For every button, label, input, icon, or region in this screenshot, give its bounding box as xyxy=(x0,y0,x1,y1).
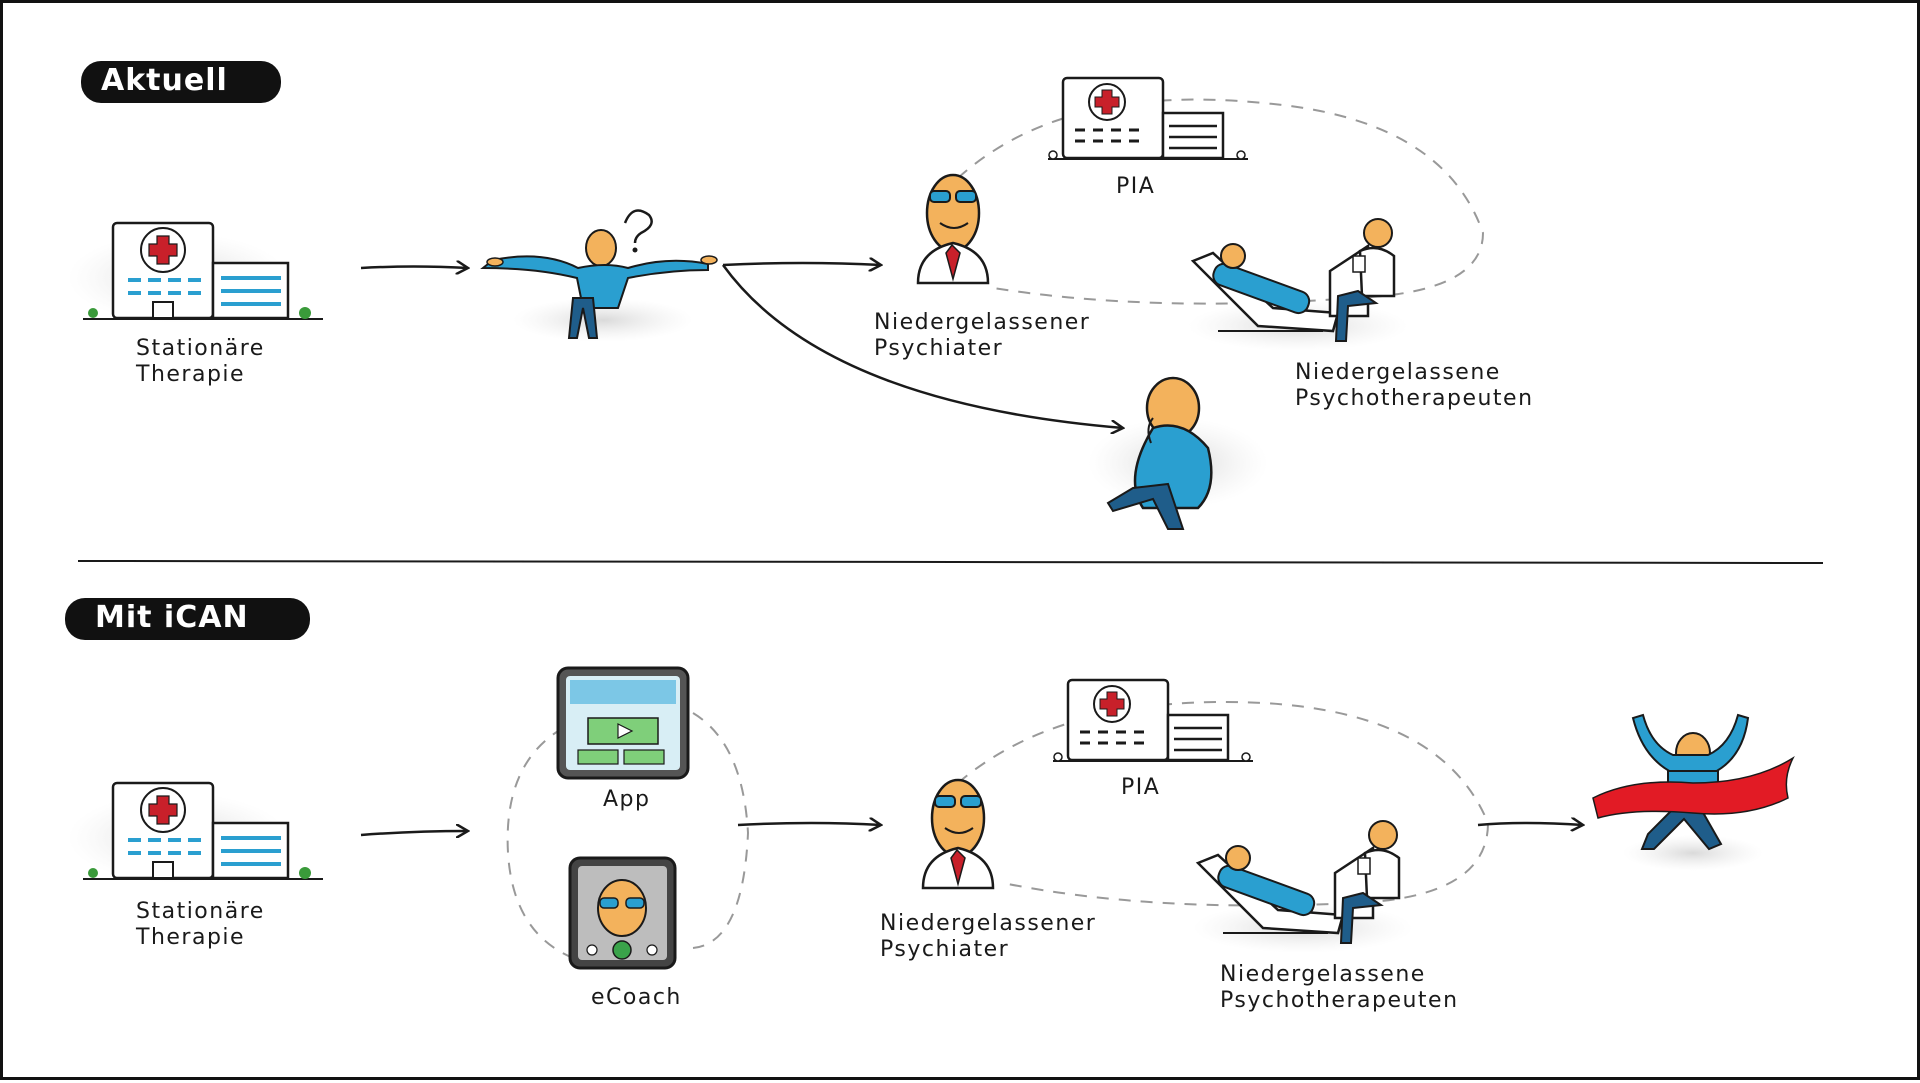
label-line: Niedergelassener xyxy=(874,310,1091,335)
app-icon xyxy=(556,666,690,780)
psychiatrist-icon xyxy=(916,173,990,285)
label-app: App xyxy=(603,787,651,812)
label-line: Therapie xyxy=(136,925,246,950)
despair-patient-icon xyxy=(1088,376,1268,530)
diagram-canvas xyxy=(65,61,1824,970)
arrow-to-success xyxy=(1477,823,1583,825)
label-line: Niedergelassene xyxy=(1220,962,1426,987)
psychiatrist-icon-bottom xyxy=(921,778,995,890)
label-line: Niedergelassener xyxy=(880,911,1097,936)
care-loop-top xyxy=(957,98,1485,305)
clinic-icon xyxy=(1046,76,1250,161)
therapy-icon-bottom xyxy=(1191,819,1415,955)
label-ecoach: eCoach xyxy=(591,985,682,1010)
therapy-icon xyxy=(1186,217,1410,353)
arrow-to-psychiatrist xyxy=(722,263,881,265)
label-inpatient-therapy-bottom: Stationäre Therapie xyxy=(136,899,265,951)
hospital-icon xyxy=(66,221,325,325)
label-line: Psychiater xyxy=(874,336,1004,361)
label-line: Psychiater xyxy=(880,937,1010,962)
arrow-to-despair xyxy=(721,264,1123,428)
label-line: Stationäre xyxy=(136,899,265,924)
arrow-hospital-to-ican xyxy=(360,831,468,835)
ecoach-icon xyxy=(568,856,677,970)
label-pia: PIA xyxy=(1116,174,1156,199)
badge-mit-ican xyxy=(65,598,310,640)
badge-aktuell xyxy=(81,61,281,103)
section-title-with-ican: Mit iCAN xyxy=(95,600,249,635)
hospital-icon-bottom xyxy=(66,781,325,885)
label-psychotherapists-bottom: Niedergelassene Psychotherapeuten xyxy=(1220,962,1459,1014)
ican-loop xyxy=(506,712,750,959)
confused-patient-icon xyxy=(480,209,718,342)
arrow-hospital-to-patient xyxy=(360,267,468,269)
label-line: Therapie xyxy=(136,362,246,387)
label-line: Psychotherapeuten xyxy=(1220,988,1459,1013)
label-pia-bottom: PIA xyxy=(1121,775,1161,800)
arrow-ican-to-psychiatrist xyxy=(737,823,881,825)
section-divider xyxy=(77,560,1824,564)
label-line: Stationäre xyxy=(136,336,265,361)
label-psychiatrist: Niedergelassener Psychiater xyxy=(874,310,1090,362)
label-line: Psychotherapeuten xyxy=(1295,386,1534,411)
label-inpatient-therapy: Stationäre Therapie xyxy=(136,336,265,388)
section-title-current: Aktuell xyxy=(101,63,228,98)
clinic-icon-bottom xyxy=(1051,678,1255,763)
label-psychiatrist-bottom: Niedergelassener Psychiater xyxy=(880,911,1096,963)
celebrating-patient-icon xyxy=(1592,713,1795,871)
label-psychotherapists: Niedergelassene Psychotherapeuten xyxy=(1295,360,1534,412)
label-line: Niedergelassene xyxy=(1295,360,1501,385)
